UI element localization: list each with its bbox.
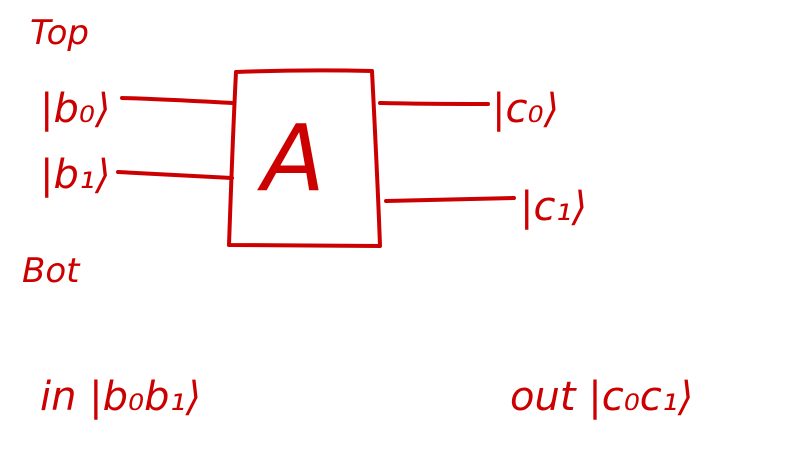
output-wire-c1 xyxy=(384,196,516,203)
input-b1-label: |b₁⟩ xyxy=(40,152,111,198)
gate-label: A xyxy=(257,105,325,212)
output-c0-label: |c₀⟩ xyxy=(492,86,559,132)
top-label: Top xyxy=(30,13,89,53)
input-b0-label: |b₀⟩ xyxy=(40,86,111,132)
input-wire-b0 xyxy=(120,96,234,105)
output-c1-label: |c₁⟩ xyxy=(520,184,587,230)
input-state-label: in |b₀b₁⟩ xyxy=(40,374,201,420)
input-wire-b1 xyxy=(116,170,234,180)
bottom-label: Bot xyxy=(22,251,81,291)
gate-box xyxy=(227,68,382,248)
output-wire-c0 xyxy=(378,101,490,106)
output-state-label: out |c₀c₁⟩ xyxy=(510,374,693,420)
